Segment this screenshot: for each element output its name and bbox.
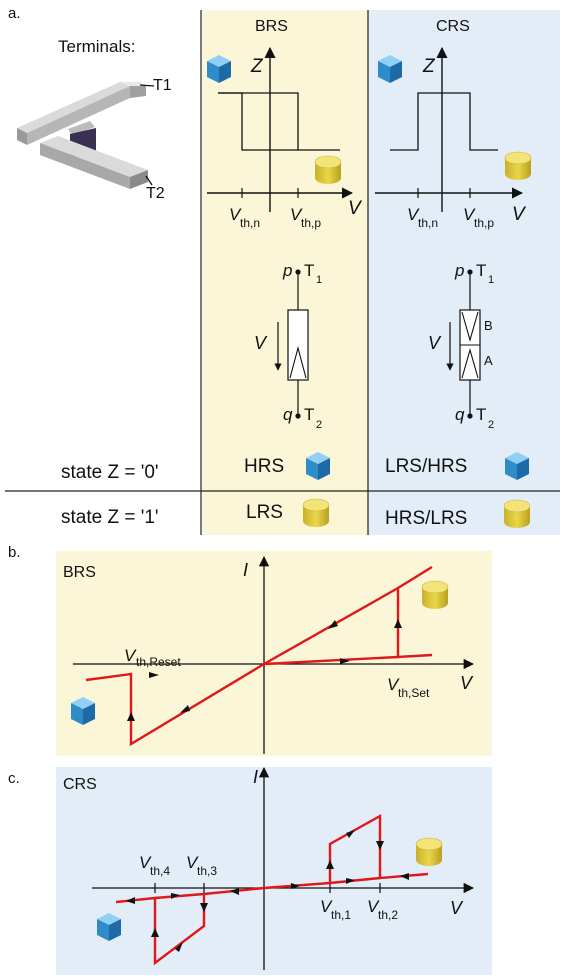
terminal-p-label: p xyxy=(282,261,292,280)
axis-i-label: I xyxy=(253,767,258,787)
panel-c-background xyxy=(56,767,492,975)
brs-state-1-value: LRS xyxy=(246,502,283,523)
axis-z-label: Z xyxy=(250,56,264,77)
terminal-q-label: q xyxy=(455,405,465,424)
terminals-label: Terminals: xyxy=(58,37,135,56)
cube-icon xyxy=(97,913,121,941)
crs-circuit-symbol: B A p T 1 V q T 2 xyxy=(428,261,494,431)
crossbar-device xyxy=(17,82,155,189)
panel-b: b. BRS I V V th,Reset V th,Set xyxy=(8,544,492,756)
panel-b-background xyxy=(56,551,492,756)
panel-c: c. CRS I V V th,4 V th,3 xyxy=(8,766,492,975)
vth3-sub: th,3 xyxy=(197,864,217,878)
iv-curve-crs xyxy=(115,813,429,966)
vth2-v: V xyxy=(367,897,380,916)
vth-p-sub: th,p xyxy=(301,216,321,230)
terminal-q-label: q xyxy=(283,405,293,424)
voltage-label: V xyxy=(254,333,268,353)
axis-v-label: V xyxy=(450,898,464,918)
cube-icon xyxy=(505,452,529,480)
terminal-p-label: p xyxy=(454,261,464,280)
cylinder-icon xyxy=(503,499,531,529)
vth-reset-v: V xyxy=(124,646,137,665)
terminal-t2: T xyxy=(476,405,486,424)
crs-zv-plot: Z V V th,n V th,p xyxy=(375,46,532,230)
terminal-t1-sub: 1 xyxy=(316,274,322,286)
vth3-v: V xyxy=(186,853,199,872)
iv-curve-brs xyxy=(397,565,433,590)
panel-c-title: CRS xyxy=(63,776,97,793)
voltage-label: V xyxy=(428,333,442,353)
panel-b-label: b. xyxy=(8,544,21,561)
vth-n-v: V xyxy=(407,205,420,224)
vth-n-sub: th,n xyxy=(240,216,260,230)
terminal-t1-label: T1 xyxy=(153,77,172,94)
axis-z-label: Z xyxy=(422,56,436,77)
state-1-label: state Z = '1' xyxy=(61,507,159,528)
direction-arrows xyxy=(127,619,402,721)
cube-icon xyxy=(306,452,330,480)
vth-n-v: V xyxy=(229,205,242,224)
cube-state-0-icon xyxy=(378,55,402,83)
brs-state-0-value: HRS xyxy=(244,456,284,477)
iv-curve-brs xyxy=(263,655,399,666)
direction-arrows xyxy=(126,830,409,952)
vth1-v: V xyxy=(320,897,333,916)
terminal-t1: T xyxy=(476,261,486,280)
terminal-t2-label: T2 xyxy=(146,185,165,202)
cylinder-state-1-icon xyxy=(504,151,532,181)
terminal-t1-sub: 1 xyxy=(488,274,494,286)
column-header-brs: BRS xyxy=(255,18,288,35)
vth2-sub: th,2 xyxy=(378,908,398,922)
vth-p-sub: th,p xyxy=(474,216,494,230)
vth-p-v: V xyxy=(463,205,476,224)
terminal-t1: T xyxy=(304,261,314,280)
terminal-t2-sub: 2 xyxy=(488,419,494,431)
crs-state-0-value: LRS/HRS xyxy=(385,456,467,477)
cylinder-icon xyxy=(302,498,330,528)
state-0-label: state Z = '0' xyxy=(61,462,159,483)
terminal-t2: T xyxy=(304,405,314,424)
axis-v-label: V xyxy=(512,204,527,225)
terminal-t2-sub: 2 xyxy=(316,419,322,431)
vth-set-sub: th,Set xyxy=(398,686,430,700)
cube-icon xyxy=(71,697,95,725)
panel-a: a. Terminals: T1 T2 BRS CRS xyxy=(5,5,560,535)
vth-reset-sub: th,Reset xyxy=(136,655,181,669)
panel-c-label: c. xyxy=(8,770,20,787)
cylinder-icon xyxy=(415,837,443,867)
panel-a-label: a. xyxy=(8,5,21,22)
axis-v-label: V xyxy=(460,673,474,693)
iv-curve-crs xyxy=(154,892,205,900)
vth1-sub: th,1 xyxy=(331,908,351,922)
vth4-sub: th,4 xyxy=(150,864,170,878)
crs-state-1-value: HRS/LRS xyxy=(385,508,467,529)
vth-p-v: V xyxy=(290,205,303,224)
axis-v-label: V xyxy=(348,198,363,219)
brs-circuit-symbol: p T 1 V q T 2 xyxy=(254,261,322,431)
cell-a-label: A xyxy=(484,353,493,368)
cylinder-state-1-icon xyxy=(314,155,342,185)
iv-curve-crs xyxy=(329,876,381,885)
panel-b-title: BRS xyxy=(63,564,96,581)
axis-i-label: I xyxy=(243,560,248,580)
vth4-v: V xyxy=(139,853,152,872)
brs-zv-plot: Z V V th,n V th,p xyxy=(207,46,363,230)
column-header-crs: CRS xyxy=(436,18,470,35)
cylinder-icon xyxy=(421,580,449,610)
crs-column-bg xyxy=(368,10,560,535)
vth-n-sub: th,n xyxy=(418,216,438,230)
vth-set-v: V xyxy=(387,675,400,694)
cell-b-label: B xyxy=(484,318,493,333)
brs-column-bg xyxy=(202,10,368,535)
cube-state-0-icon xyxy=(207,55,231,83)
